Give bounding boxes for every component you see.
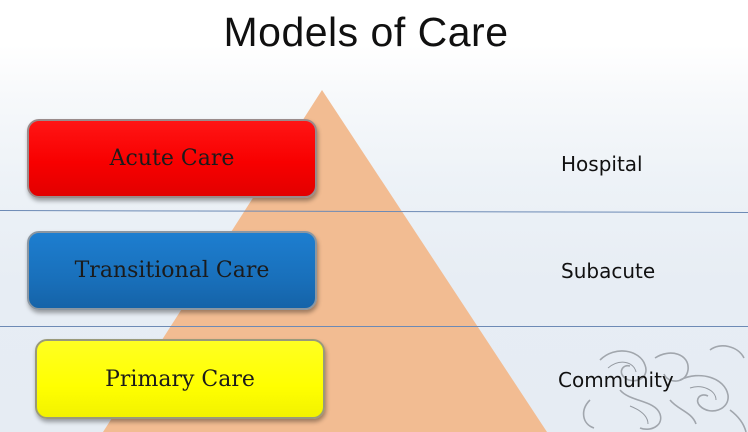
divider-line (0, 326, 748, 327)
subacute-label: Subacute (561, 259, 656, 283)
primary-care-label: Primary Care (105, 366, 255, 392)
transitional-care-label: Transitional Care (74, 258, 270, 283)
decorative-ornament (582, 345, 747, 432)
hospital-label: Hospital (561, 152, 643, 176)
acute-care-label: Acute Care (109, 146, 235, 171)
primary-care-box: Primary Care (35, 339, 325, 419)
transitional-care-box: Transitional Care (27, 231, 317, 310)
slide-title: Models of Care (223, 9, 509, 55)
community-label: Community (558, 368, 674, 392)
acute-care-box: Acute Care (27, 119, 317, 198)
